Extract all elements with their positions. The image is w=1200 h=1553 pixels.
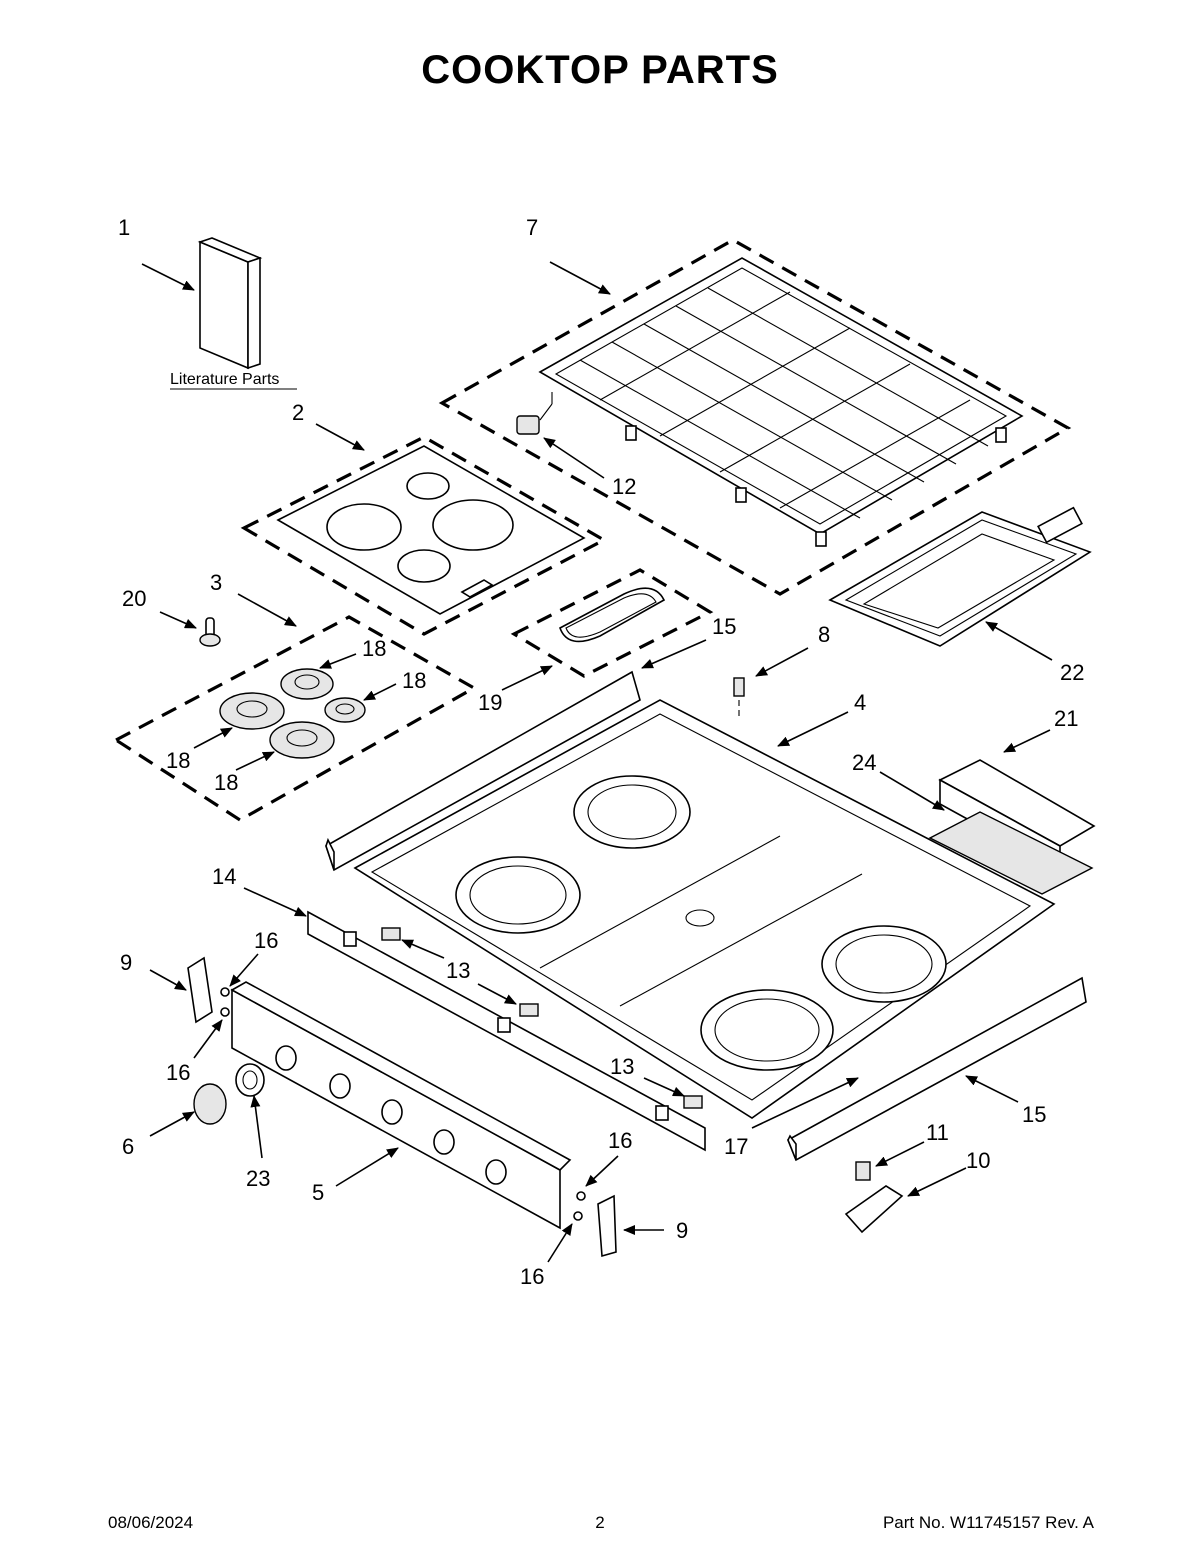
callout-23: 23 [246,1166,270,1191]
callout-18-d: 18 [214,770,238,795]
callout-6: 6 [122,1134,134,1159]
glass-cooktop-assembly [240,435,608,636]
footer-page-number: 2 [595,1513,605,1532]
bracket-10-11-parts [844,1161,904,1234]
callout-labels: 1 7 2 12 3 20 18 18 18 18 19 15 8 22 4 2… [118,215,1084,1289]
side-rail-upper [325,670,641,872]
control-panel [230,981,572,1230]
callout-12: 12 [612,474,636,499]
griddle-part [828,506,1092,647]
literature-part: Literature Parts [170,237,297,390]
callout-3: 3 [210,570,222,595]
callout-24: 24 [852,750,876,775]
callout-15-a: 15 [712,614,736,639]
callout-16-c: 16 [608,1128,632,1153]
callout-13-c: 13 [610,1054,634,1079]
callout-18-b: 18 [402,668,426,693]
clip-parts [381,927,703,1109]
callout-2: 2 [292,400,304,425]
callout-18-c: 18 [166,748,190,773]
main-cooktop-tray [353,699,1056,1119]
grate-foot-part [516,392,553,435]
callout-20: 20 [122,586,146,611]
page-title: COOKTOP PARTS [421,48,779,92]
callout-17: 17 [724,1134,748,1159]
igniter-part [199,617,221,647]
callout-14: 14 [212,864,236,889]
grate-assembly [438,238,1072,596]
burner-assembly [112,615,478,822]
callout-22: 22 [1060,660,1084,685]
callout-10: 10 [966,1148,990,1173]
callout-4: 4 [854,690,866,715]
callout-15-b: 15 [1022,1102,1046,1127]
end-cap-parts [187,956,617,1258]
callout-5: 5 [312,1180,324,1205]
knob-parts [193,1063,265,1125]
callout-1: 1 [118,215,130,240]
center-insert-assembly [510,568,714,678]
manifold-bracket [307,910,706,1152]
callout-9-b: 9 [676,1218,688,1243]
leader-arrows [141,261,1053,1263]
side-burner-parts [928,759,1096,895]
callout-11: 11 [926,1120,949,1145]
callout-7: 7 [526,215,538,240]
literature-parts-label: Literature Parts [170,371,279,388]
screw-parts [220,987,586,1221]
footer-part-number: Part No. W11745157 Rev. A [882,1513,1094,1532]
callout-19: 19 [478,690,502,715]
callout-16-b: 16 [166,1060,190,1085]
callout-8: 8 [818,622,830,647]
callout-21: 21 [1054,706,1078,731]
callout-9-a: 9 [120,950,132,975]
callout-13-a: 13 [446,958,470,983]
callout-16-a: 16 [254,928,278,953]
callout-18-a: 18 [362,636,386,661]
footer-date: 08/06/2024 [108,1513,194,1532]
tray-screw-part [733,677,745,720]
side-rail-lower [786,976,1087,1162]
callout-16-d: 16 [520,1264,544,1289]
